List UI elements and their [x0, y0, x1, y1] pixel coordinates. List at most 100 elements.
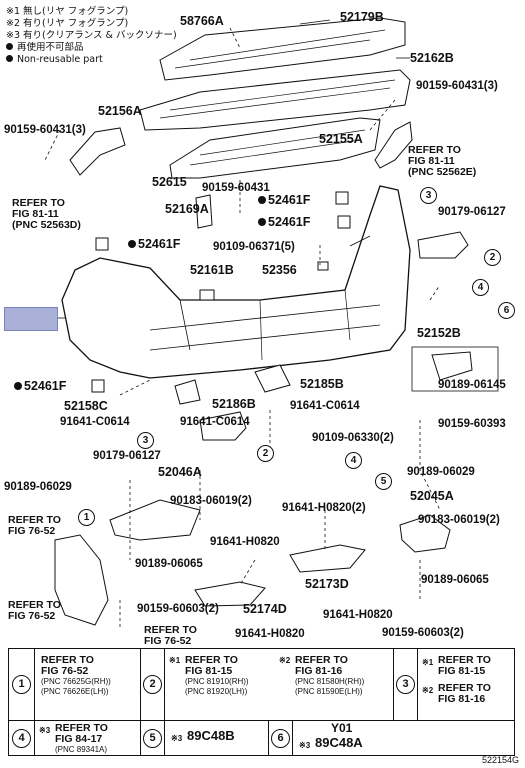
- fog-lamp-shape: [417, 231, 469, 259]
- part-label[interactable]: 90183-06019(2): [170, 495, 252, 507]
- part-label[interactable]: 90179-06127: [438, 206, 506, 218]
- part-label[interactable]: 90183-06019(2): [418, 514, 500, 526]
- part-label[interactable]: 52173D: [305, 577, 349, 591]
- table-num-2: 2: [143, 675, 162, 694]
- part-label[interactable]: 52179B: [340, 10, 384, 24]
- part-label[interactable]: 91641-C0614: [180, 416, 250, 428]
- table-code-5[interactable]: 89C48B: [187, 728, 235, 743]
- diagram-id: 522154G: [481, 755, 519, 765]
- part-label[interactable]: 91641-H0820(2): [282, 502, 366, 514]
- part-52156A-shape: [69, 127, 126, 176]
- part-label[interactable]: 52152B: [417, 326, 461, 340]
- callout-3[interactable]: 3: [137, 432, 154, 449]
- part-label[interactable]: 90109-06330(2): [312, 432, 394, 444]
- table-num-6: 6: [271, 729, 290, 748]
- legend-reuse-en: Non-reusable part: [17, 54, 103, 65]
- part-label[interactable]: 52186B: [212, 397, 256, 411]
- table-num-3: 3: [396, 675, 415, 694]
- callout-5[interactable]: 5: [375, 473, 392, 490]
- part-label[interactable]: 52156A: [98, 104, 142, 118]
- part-52045A-shape: [399, 514, 451, 553]
- note-mark: ※1: [422, 658, 434, 667]
- non-reusable-dot-icon: [258, 196, 266, 204]
- part-label[interactable]: 90159-60603(2): [382, 627, 464, 639]
- part-label[interactable]: 52615: [152, 175, 187, 189]
- part-52155A-shape: [374, 121, 413, 169]
- fog-lamp-left-shape: [199, 411, 247, 441]
- part-52615-shape: [169, 117, 381, 179]
- callout-1[interactable]: 1: [78, 509, 95, 526]
- part-label[interactable]: 52185B: [300, 377, 344, 391]
- callout-3[interactable]: 3: [420, 187, 437, 204]
- part-label[interactable]: 90159-60431(3): [4, 124, 86, 136]
- part-label[interactable]: 90159-60393: [438, 418, 506, 430]
- callout-2[interactable]: 2: [257, 445, 274, 462]
- legend: ※1 無し(リヤ フォグランプ) ※2 有り(リヤ フォグランプ) ※3 有り(…: [6, 6, 177, 66]
- part-label[interactable]: 91641-H0820: [210, 536, 280, 548]
- part-label[interactable]: 52046A: [158, 465, 202, 479]
- table-code-6[interactable]: 89C48A: [315, 735, 363, 750]
- non-reusable-dot-icon: [14, 382, 22, 390]
- callout-4[interactable]: 4: [345, 452, 362, 469]
- part-label[interactable]: 52461F: [258, 194, 310, 206]
- callout-6[interactable]: 6: [498, 302, 515, 319]
- non-reusable-dot-icon: [258, 218, 266, 226]
- non-reusable-dot-icon: [6, 43, 13, 50]
- part-label[interactable]: 52461F: [128, 238, 180, 250]
- part-52179B-shape: [159, 17, 406, 81]
- part-label[interactable]: 52045A: [410, 489, 454, 503]
- part-label[interactable]: 91641-H0820: [323, 609, 393, 621]
- part-label[interactable]: 90159-60431: [202, 182, 270, 194]
- part-label[interactable]: 90189-06145: [438, 379, 506, 391]
- part-label[interactable]: 52161B: [190, 263, 234, 277]
- table-num-4: 4: [12, 729, 31, 748]
- part-label[interactable]: 52169A: [165, 202, 209, 216]
- part-label[interactable]: 90159-60431(3): [416, 80, 498, 92]
- part-label[interactable]: 90189-06029: [4, 481, 72, 493]
- note-mark: ※2: [422, 686, 434, 695]
- table-num-5: 5: [143, 729, 162, 748]
- bumper-cover-shape: [61, 185, 411, 379]
- part-label[interactable]: 58766A: [180, 14, 224, 28]
- note-mark: ※3: [299, 741, 311, 750]
- part-label[interactable]: 91641-C0614: [290, 400, 360, 412]
- legend-note-2: ※2 有り(リヤ フォグランプ): [6, 18, 129, 29]
- part-label[interactable]: 52158C: [64, 399, 108, 413]
- part-label[interactable]: 91641-H0820: [235, 628, 305, 640]
- part-52162B-shape: [139, 69, 411, 131]
- non-reusable-dot-icon: [6, 55, 13, 62]
- table-code-6-variant: Y01: [331, 721, 353, 735]
- part-label[interactable]: 52162B: [410, 51, 454, 65]
- part-label[interactable]: 90159-60603(2): [137, 603, 219, 615]
- part-label[interactable]: 52174D: [243, 602, 287, 616]
- selected-part-highlight[interactable]: [4, 307, 58, 331]
- legend-note-3: ※3 有り(クリアランス & バックソナー): [6, 30, 177, 41]
- legend-note-1: ※1 無し(リヤ フォグランプ): [6, 6, 129, 17]
- part-label[interactable]: 91641-C0614: [60, 416, 130, 428]
- part-label[interactable]: 90189-06065: [421, 574, 489, 586]
- part-label[interactable]: 90189-06065: [135, 558, 203, 570]
- note-mark: ※3: [39, 726, 51, 735]
- part-label[interactable]: 90179-06127: [93, 450, 161, 462]
- part-label[interactable]: 90189-06029: [407, 466, 475, 478]
- part-label[interactable]: 90109-06371(5): [213, 241, 295, 253]
- part-label[interactable]: 52356: [262, 263, 297, 277]
- part-label[interactable]: 52461F: [14, 380, 66, 392]
- part-label[interactable]: 52155A: [319, 132, 363, 146]
- callout-4[interactable]: 4: [472, 279, 489, 296]
- callout-2[interactable]: 2: [484, 249, 501, 266]
- part-label[interactable]: 52461F: [258, 216, 310, 228]
- part-52046A-shape: [109, 499, 201, 541]
